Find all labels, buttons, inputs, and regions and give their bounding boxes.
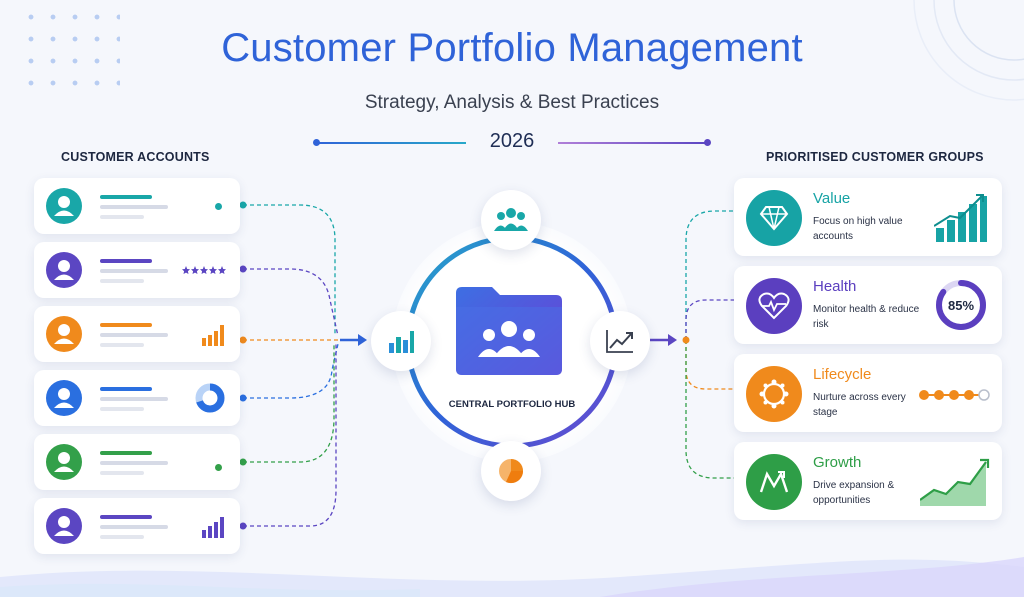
divider-dot-left <box>313 139 320 146</box>
decorative-arcs <box>913 0 1024 101</box>
stage-dot <box>964 390 974 400</box>
decorative-wave <box>0 557 1024 597</box>
account-card[interactable] <box>34 178 240 234</box>
pie-chart-icon[interactable] <box>481 441 541 501</box>
page-title: Customer Portfolio Management <box>221 26 803 70</box>
year-divider-right <box>558 142 708 144</box>
group-name: Lifecycle <box>813 366 872 383</box>
user-avatar-icon <box>46 188 82 224</box>
group-desc: Focus on high value accounts <box>813 216 903 242</box>
dot-icon <box>215 464 222 471</box>
account-card[interactable] <box>34 434 240 490</box>
bar-chart-icon <box>202 325 224 346</box>
team-icon[interactable] <box>481 190 541 250</box>
cycle-icon <box>746 366 802 422</box>
folder-team-icon[interactable] <box>452 285 570 383</box>
group-card-lifecycle[interactable]: Lifecycle Nurture across every stage <box>734 354 1002 432</box>
dot-icon <box>215 203 222 210</box>
health-percent: 85% <box>948 298 974 313</box>
group-name: Growth <box>813 454 862 471</box>
group-desc: Nurture across every stage <box>813 392 906 418</box>
year-label: 2026 <box>489 130 535 152</box>
bar-chart-icon <box>934 194 987 242</box>
account-card[interactable] <box>34 370 240 426</box>
customer-accounts-heading: CUSTOMER ACCOUNTS <box>61 150 210 164</box>
prioritised-groups-heading: PRIORITISED CUSTOMER GROUPS <box>766 150 984 164</box>
user-avatar-icon <box>46 252 82 288</box>
growth-icon <box>746 454 802 510</box>
year-divider-left <box>316 142 466 144</box>
bar-chart-icon <box>202 517 224 538</box>
stage-dot <box>949 390 959 400</box>
account-card[interactable] <box>34 306 240 362</box>
group-name: Health <box>813 278 857 295</box>
stage-dot <box>934 390 944 400</box>
stars-icon <box>182 266 226 274</box>
donut-chart-icon <box>195 383 225 413</box>
bar-chart-icon[interactable] <box>371 311 431 371</box>
area-chart-icon <box>920 458 990 506</box>
group-card-health[interactable]: Health Monitor health & reduce risk 85% <box>734 266 1002 344</box>
heartbeat-icon <box>746 278 802 334</box>
progress-ring-icon: 85% <box>936 280 986 330</box>
account-card[interactable] <box>34 498 240 554</box>
stage-dot <box>978 389 990 401</box>
group-desc: Drive expansion & opportunities <box>813 480 895 506</box>
group-card-value[interactable]: Value Focus on high value accounts <box>734 178 1002 256</box>
user-avatar-icon <box>46 316 82 352</box>
group-desc: Monitor health & reduce risk <box>813 304 920 330</box>
hub-label: CENTRAL PORTFOLIO HUB <box>448 399 576 410</box>
user-avatar-icon <box>46 508 82 544</box>
stage-dot <box>919 390 929 400</box>
divider-dot-right <box>704 139 711 146</box>
diamond-icon <box>746 190 802 246</box>
user-avatar-icon <box>46 444 82 480</box>
stage-dots-icon <box>919 389 990 401</box>
user-avatar-icon <box>46 380 82 416</box>
account-card[interactable] <box>34 242 240 298</box>
decorative-dot-grid <box>20 6 120 96</box>
group-card-growth[interactable]: Growth Drive expansion & opportunities <box>734 442 1002 520</box>
page-subtitle: Strategy, Analysis & Best Practices <box>364 92 660 113</box>
group-name: Value <box>813 190 851 207</box>
trend-up-icon[interactable] <box>590 311 650 371</box>
